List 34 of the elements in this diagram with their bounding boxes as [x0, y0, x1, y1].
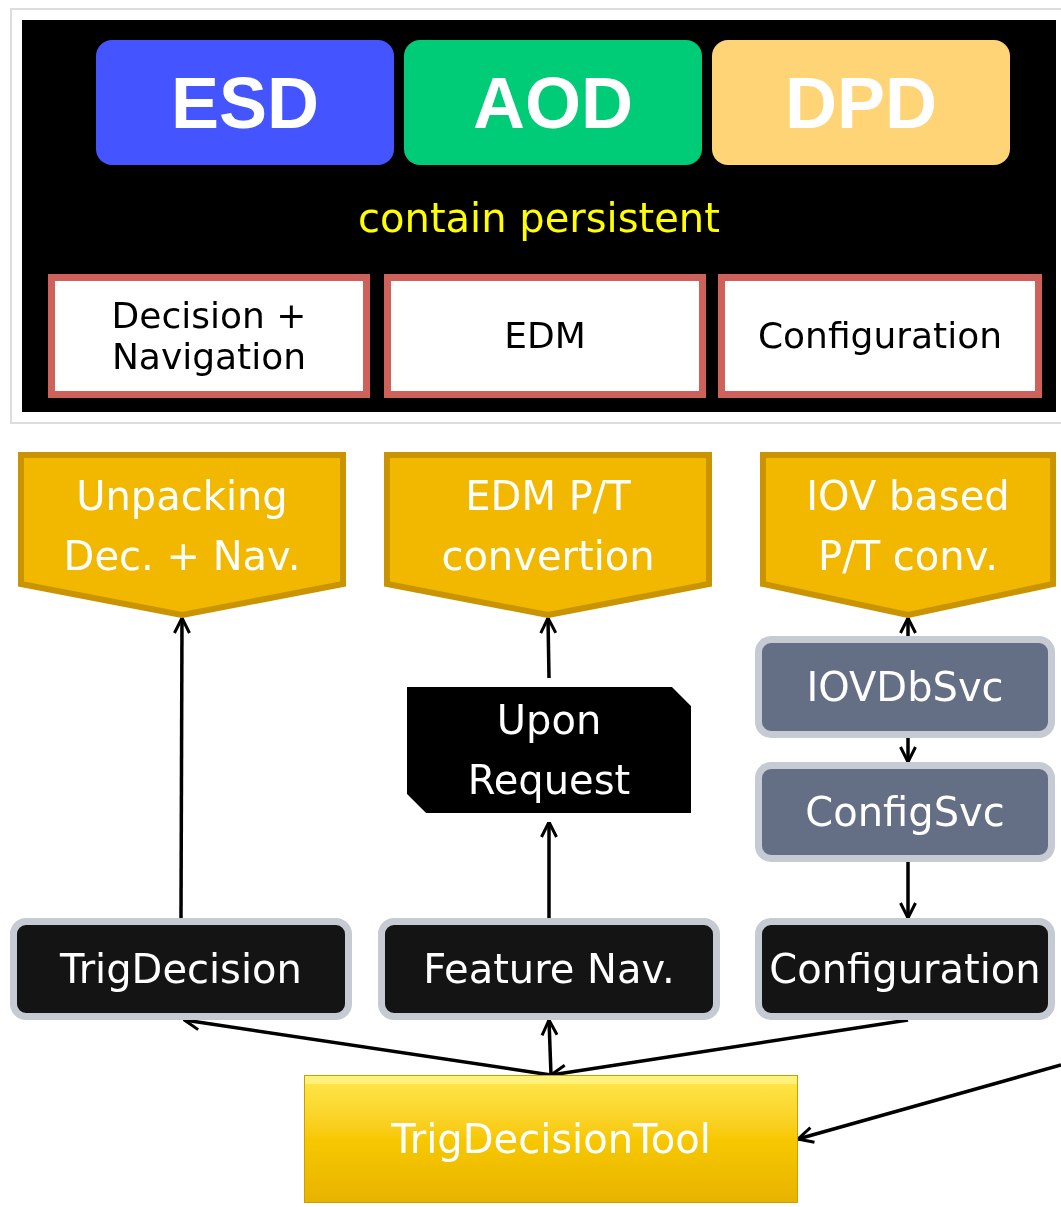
component-box	[378, 918, 720, 1020]
content-box	[384, 274, 706, 398]
format-tag	[712, 40, 1010, 165]
node-label: ESD	[170, 66, 319, 139]
node-label: Feature Nav.	[423, 949, 675, 989]
node-label: Upon Request	[466, 696, 632, 805]
component-box	[755, 918, 1055, 1020]
arrow	[539, 616, 558, 679]
node-label: Unpacking Dec. + Nav.	[62, 472, 302, 581]
node-label: DPD	[785, 66, 937, 139]
service-box	[755, 636, 1055, 738]
service-box	[755, 762, 1055, 862]
arrow	[899, 738, 917, 764]
node-label: Decision + Navigation	[110, 294, 308, 378]
content-box	[48, 274, 370, 398]
arrow	[172, 616, 191, 918]
pentagon-banner	[384, 452, 712, 618]
node-label: AOD	[473, 66, 633, 139]
node-label: EDM	[504, 315, 586, 357]
node-label: IOVDbSvc	[806, 667, 1004, 707]
node-label: Configuration	[757, 315, 1003, 357]
node-label: EDM P/T convertion	[440, 472, 656, 581]
format-tag	[96, 40, 394, 165]
arrow	[540, 1018, 559, 1076]
pentagon-banner	[760, 452, 1056, 618]
component-box	[10, 918, 352, 1020]
tool-box	[304, 1075, 798, 1203]
format-tag	[404, 40, 702, 165]
arrow	[899, 862, 917, 920]
pentagon-banner	[18, 452, 346, 618]
content-box	[718, 274, 1042, 398]
arrow	[899, 616, 917, 636]
arrow	[796, 1063, 1061, 1144]
node-label: IOV based P/T conv.	[805, 472, 1011, 581]
